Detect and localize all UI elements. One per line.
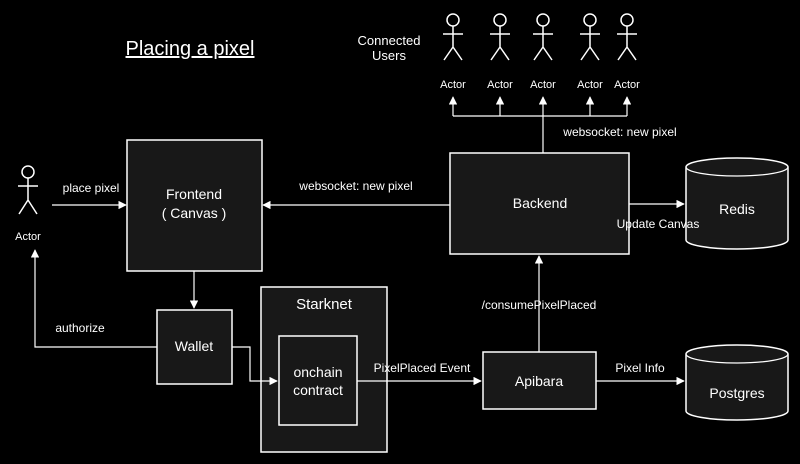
edge-label-consume: /consumePixelPlaced [482,298,597,312]
actor-label: Actor [15,231,41,243]
edge-backend-to-users [448,96,632,153]
actor-label: Actor [577,79,603,91]
starknet-label: Starknet [296,296,353,313]
actor-icon [18,165,38,215]
diagram-title: Placing a pixel [126,38,255,60]
apibara-node: Apibara [482,351,597,410]
onchain-contract-label: onchain [293,364,342,380]
actor-icon [443,13,463,61]
frontend-node: Frontend ( Canvas ) [126,139,263,272]
actor-left: Actor [15,165,41,243]
actor-top-1: Actor [440,13,466,91]
frontend-label: Frontend [166,186,222,202]
postgres-label: Postgres [709,385,764,401]
actor-label: Actor [530,79,556,91]
edge-label-pixel-placed-event: PixelPlaced Event [374,361,471,375]
onchain-contract-sublabel: contract [293,382,343,398]
onchain-contract-node: onchain contract [278,335,358,426]
actor-top-5: Actor [614,13,640,91]
connected-users-label-line2: Users [372,48,406,63]
edge-label-websocket-frontend: websocket: new pixel [298,179,412,193]
actor-top-2: Actor [487,13,513,91]
actor-label: Actor [487,79,513,91]
actor-icon [617,13,637,61]
edge-label-place-pixel: place pixel [63,181,120,195]
wallet-node: Wallet [156,309,233,385]
backend-label: Backend [513,195,567,211]
edge-label-pixel-info: Pixel Info [615,361,665,375]
backend-node: Backend [449,152,630,255]
edge-label-update-canvas: Update Canvas [617,217,700,231]
actor-label: Actor [614,79,640,91]
redis-top-rim [685,166,789,177]
edge-wallet-to-contract [232,346,278,386]
actor-top-4: Actor [577,13,603,91]
edge-wallet-to-actor [30,249,157,348]
edge-label-websocket-users: websocket: new pixel [562,125,676,139]
redis-node: Redis [685,157,789,250]
redis-label: Redis [719,201,755,217]
frontend-sublabel: ( Canvas ) [162,205,227,221]
postgres-node: Postgres [685,344,789,421]
actor-top-3: Actor [530,13,556,91]
actor-icon [533,13,553,61]
connected-users-label-line1: Connected [358,33,421,48]
postgres-top-rim [685,353,789,364]
apibara-label: Apibara [515,373,563,389]
actor-icon [490,13,510,61]
edge-label-authorize: authorize [55,321,105,335]
wallet-label: Wallet [175,338,213,354]
actor-label: Actor [440,79,466,91]
actor-icon [580,13,600,61]
